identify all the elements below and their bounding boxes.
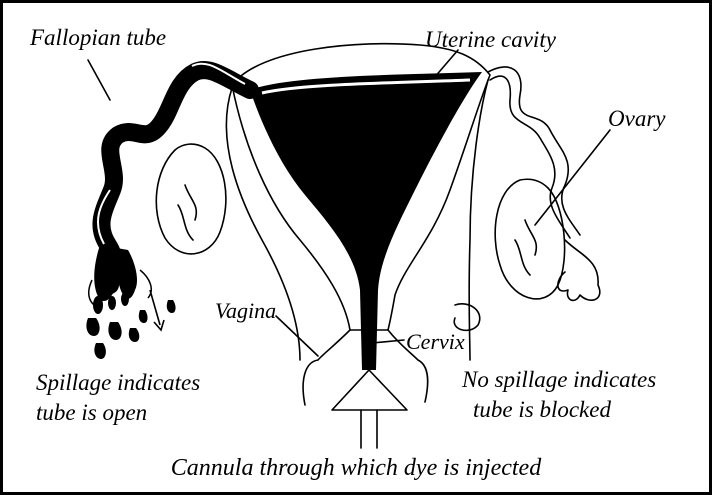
spill-arrow [150, 290, 160, 325]
ovary-pointer [535, 130, 610, 225]
right-ovary [495, 179, 564, 299]
spillage-caption-line2: tube is open [36, 400, 147, 426]
ovary-label: Ovary [608, 106, 665, 132]
cannula-caption: Cannula through which dye is injected [0, 455, 712, 483]
right-tube-outline [488, 67, 580, 235]
spillage-caption-line1: Spillage indicates [36, 370, 200, 396]
vagina-label: Vagina [215, 298, 276, 323]
left-fimbriae-dye [93, 245, 137, 314]
cannula-tube [361, 410, 377, 448]
fallopian-pointer [88, 60, 110, 100]
no-spillage-caption-line2: tube is blocked [473, 397, 611, 423]
cannula-body [332, 370, 407, 410]
vagina-pointer [276, 316, 318, 356]
fallopian-tube-label: Fallopian tube [30, 25, 166, 51]
vagina-left-wall [303, 330, 350, 405]
cervix-label: Cervix [406, 329, 465, 354]
right-ligament-line [469, 80, 488, 360]
no-spillage-caption-line1: No spillage indicates [462, 367, 656, 393]
uterine-cavity-label: Uterine cavity [425, 27, 556, 53]
